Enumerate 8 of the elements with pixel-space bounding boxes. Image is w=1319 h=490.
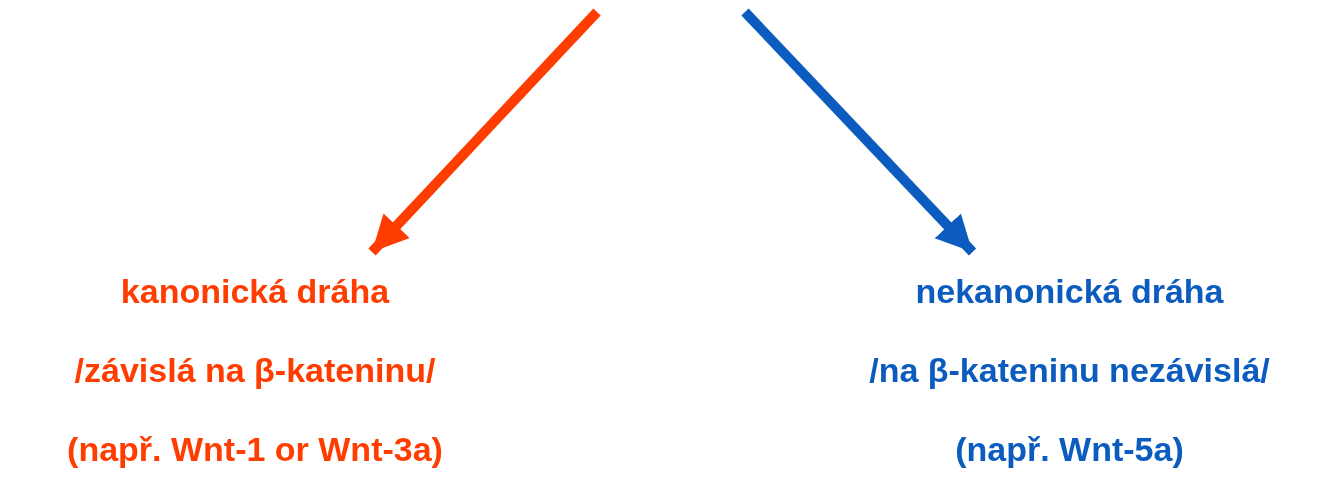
pathway-note: (např. Wnt-5a) — [955, 429, 1184, 470]
pathway-title: kanonická dráha — [120, 271, 390, 312]
pathway-note: /závislá na β-kateninu/ — [74, 350, 436, 391]
arrow — [368, 8, 601, 256]
pathway-note: (např. Wnt-1 or Wnt-3a) — [67, 429, 443, 470]
pathway-title: nekanonická dráha — [915, 271, 1224, 312]
arrow — [741, 8, 977, 256]
pathway-note: /na β-kateninu nezávislá/ — [869, 350, 1270, 391]
